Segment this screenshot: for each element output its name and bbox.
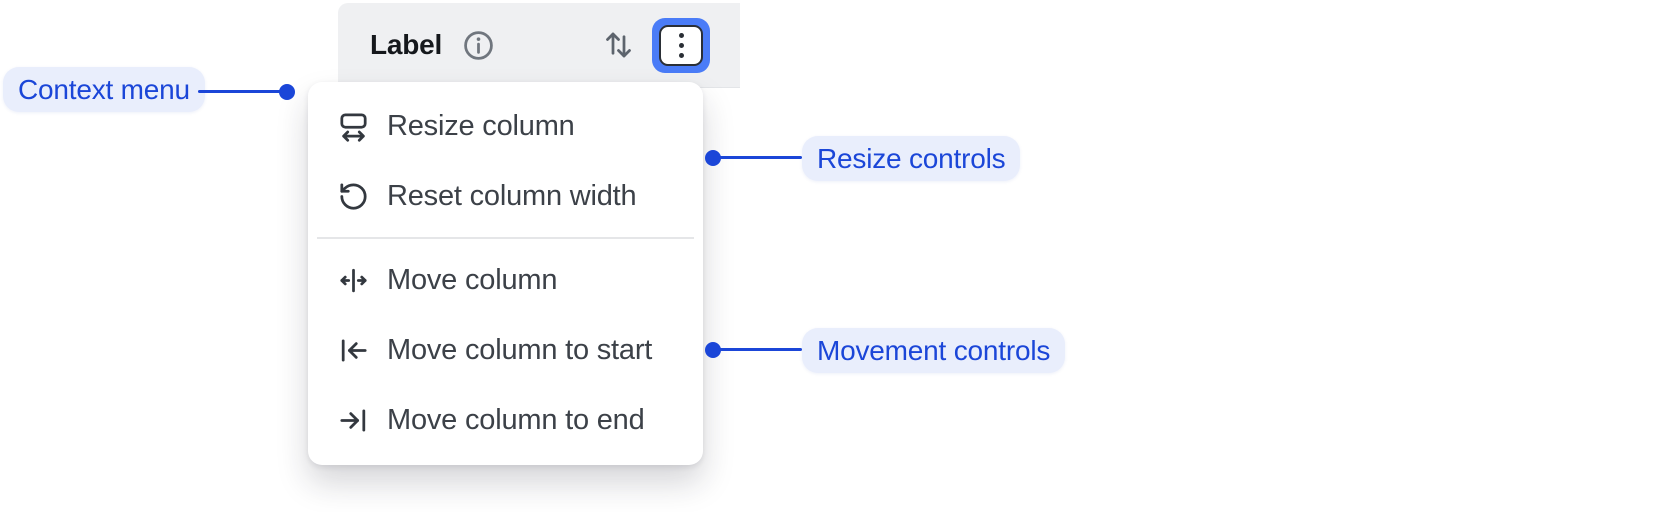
resize-column-icon [337,110,370,143]
menu-item-label: Move column [387,263,558,296]
connector-dot [279,84,295,100]
info-icon[interactable] [462,29,495,62]
menu-item-label: Resize column [387,109,575,142]
connector-line [713,348,802,351]
menu-item-label: Move column to start [387,333,653,366]
menu-item-move-column-to-end[interactable]: Move column to end [308,385,703,455]
menu-item-move-column[interactable]: Move column [308,245,703,315]
menu-item-label: Move column to end [387,403,645,436]
menu-item-move-column-to-start[interactable]: Move column to start [308,315,703,385]
column-header: Label [338,3,740,88]
menu-item-label: Reset column width [387,179,637,212]
menu-item-reset-column-width[interactable]: Reset column width [308,161,703,231]
menu-item-resize-column[interactable]: Resize column [308,91,703,161]
menu-divider [317,237,694,239]
sort-arrows-icon[interactable] [602,26,635,64]
move-column-to-end-icon [337,404,370,437]
kebab-menu-icon [659,24,703,66]
annotation-resize-controls: Resize controls [802,136,1021,181]
context-menu: Resize column Reset column width [308,82,703,465]
reset-column-width-icon [337,180,370,213]
annotation-movement-controls: Movement controls [802,328,1066,373]
column-menu-button[interactable] [652,17,710,73]
move-column-to-start-icon [337,334,370,367]
connector-line [713,156,802,159]
connector-line [198,90,287,93]
annotation-context-menu: Context menu [3,67,205,112]
column-header-title: Label [370,29,443,60]
move-column-icon [337,264,370,297]
